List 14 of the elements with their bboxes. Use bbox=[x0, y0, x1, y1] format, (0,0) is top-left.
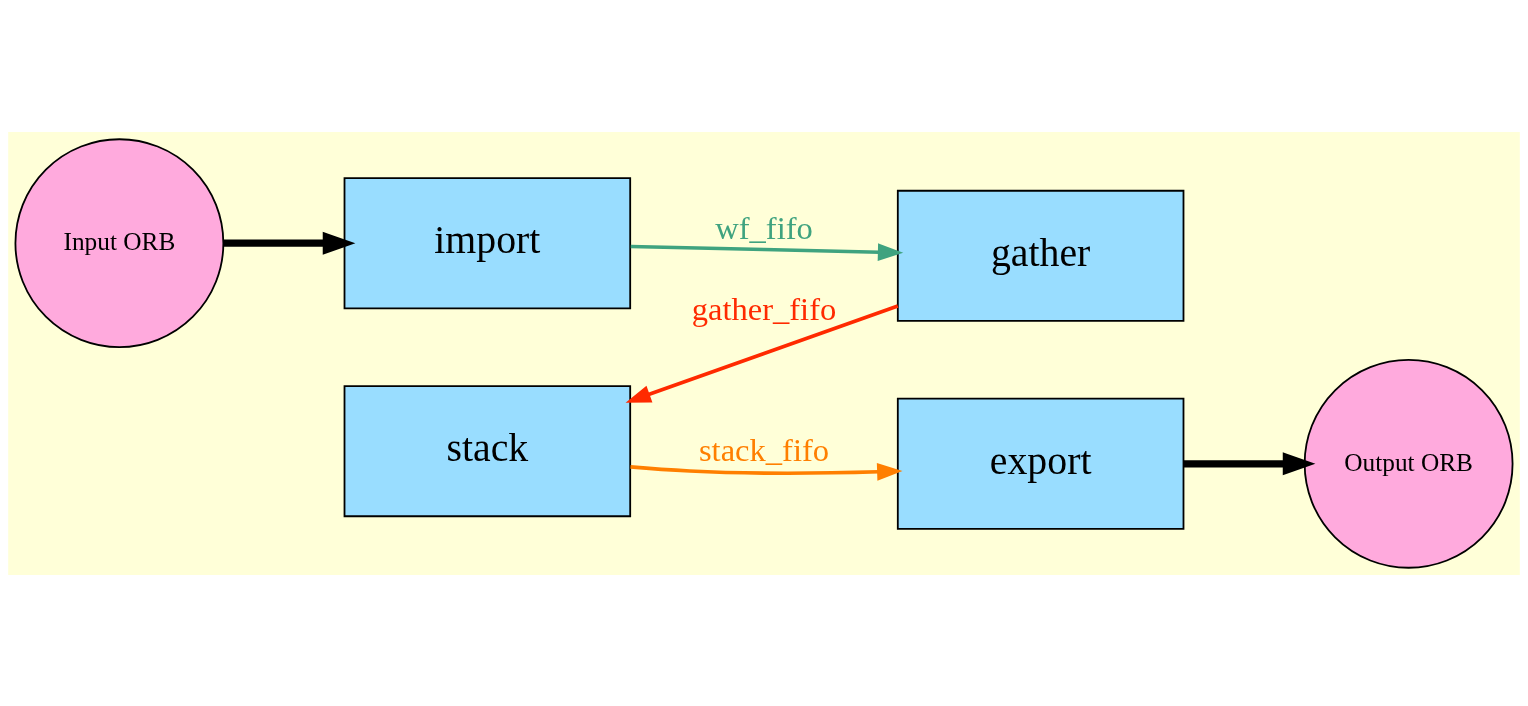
arrow bbox=[630, 462, 903, 481]
node-box: gather bbox=[896, 189, 1185, 322]
node-box: import bbox=[343, 176, 632, 309]
arrow bbox=[630, 242, 904, 261]
edge-label: gather_fifo bbox=[691, 290, 837, 327]
edge-label: stack_fifo bbox=[698, 431, 830, 468]
node-box: stack bbox=[343, 384, 632, 517]
arrow bbox=[625, 303, 899, 403]
node-circle: Output ORB bbox=[1303, 358, 1514, 569]
arrow bbox=[1183, 451, 1316, 475]
node-circle: Input ORB bbox=[14, 137, 225, 348]
node-box: export bbox=[896, 397, 1185, 530]
edge-label: wf_fifo bbox=[715, 209, 813, 245]
arrow bbox=[223, 231, 356, 255]
